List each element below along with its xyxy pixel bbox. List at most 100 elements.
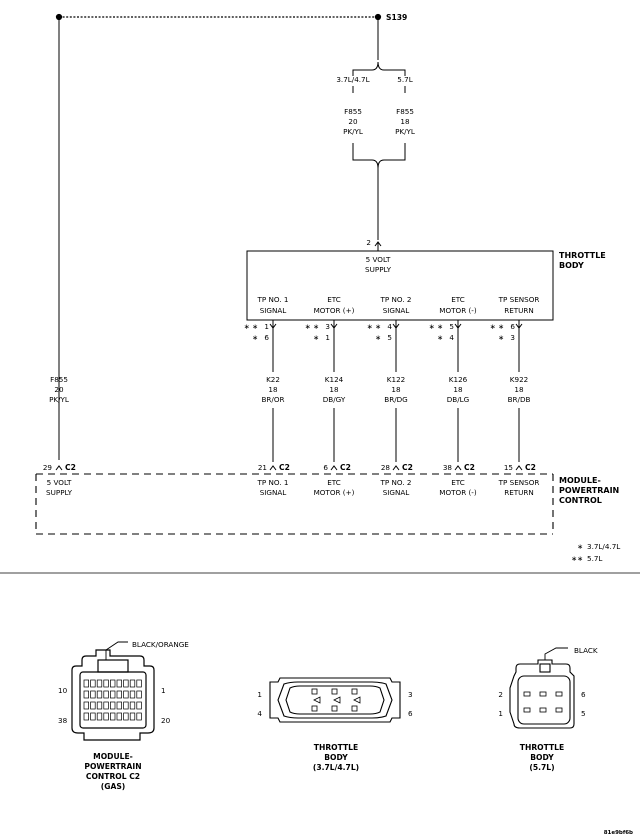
connector-label: C2 <box>402 463 413 472</box>
wire-color: PK/YL <box>343 127 363 136</box>
connector-name: (3.7L/4.7L) <box>313 763 359 772</box>
pin-number: 10 <box>58 686 68 695</box>
pcm-supply-label: SUPPLY <box>46 488 73 497</box>
pcm-pin-label: ETC <box>451 478 465 487</box>
pin-variant-mark: ∗ <box>252 333 258 342</box>
connector-name: POWERTRAIN <box>84 762 141 771</box>
pcm-title: MODULE- <box>559 476 601 485</box>
connector-cavity <box>103 701 109 710</box>
connector-cavity <box>83 690 89 699</box>
connector-cavity <box>90 679 96 688</box>
legend-star2-text: 5.7L <box>587 554 602 563</box>
pin-number: 2 <box>498 690 503 699</box>
pcm-pin-label: MOTOR (+) <box>314 488 355 497</box>
connector-cavity <box>116 701 122 710</box>
pin-number: 3 <box>408 690 413 699</box>
pin-function-label: ETC <box>327 295 341 304</box>
pin-function-label: TP NO. 2 <box>380 295 412 304</box>
wire-gauge: 20 <box>348 117 358 126</box>
connector-cavity <box>83 712 89 721</box>
pcm-c2-connector-view <box>71 641 155 741</box>
connector-cavity <box>123 679 129 688</box>
connector-callout: BLACK/ORANGE <box>132 640 189 649</box>
pin-number: 5 <box>449 322 454 331</box>
pin-number: 20 <box>161 716 171 725</box>
throttle-body-box <box>246 250 554 321</box>
pin-variant-mark: ∗ ∗ <box>429 322 443 331</box>
pin-number: 4 <box>257 709 262 718</box>
wire-circuit: K22 <box>266 375 280 384</box>
wire-gauge: 18 <box>514 385 524 394</box>
connector-cavity <box>90 690 96 699</box>
splice-s139 <box>55 13 382 460</box>
pin-variant-mark: ∗ ∗ <box>244 322 258 331</box>
pin-function-label: RETURN <box>504 306 534 315</box>
wire-circuit: F855 <box>50 375 68 384</box>
wire-color: PK/YL <box>49 395 69 404</box>
throttle-body-title: BODY <box>559 261 584 270</box>
wire-circuit: K922 <box>510 375 528 384</box>
connector-label: C2 <box>279 463 290 472</box>
pcm-pin-label: TP NO. 2 <box>380 478 412 487</box>
connector-cavity <box>129 701 136 710</box>
pin-function-label: TP SENSOR <box>498 295 540 304</box>
connector-name: BODY <box>530 753 554 762</box>
tb-supply-label: 5 VOLT <box>366 255 391 264</box>
connector-callout: BLACK <box>574 646 598 655</box>
pin-number: 1 <box>257 690 262 699</box>
connector-label: C2 <box>525 463 536 472</box>
pin-number: 1 <box>161 686 166 695</box>
pin-chevron <box>515 465 523 471</box>
connector-cavity <box>129 679 136 688</box>
pin-number: 4 <box>449 333 454 342</box>
connector-name: THROTTLE <box>314 743 358 752</box>
pcm-pin-label: SIGNAL <box>260 488 287 497</box>
connector-cavity <box>129 712 136 721</box>
pin-number: 1 <box>325 333 330 342</box>
pcm-title: CONTROL <box>559 496 602 505</box>
connector-cavity <box>96 679 103 688</box>
connector-cavity <box>83 679 89 688</box>
wire-color: BR/DG <box>384 395 407 404</box>
connector-cavity <box>123 690 129 699</box>
wire-circuit: K126 <box>449 375 468 384</box>
tb-supply-label: SUPPLY <box>365 265 392 274</box>
wire-gauge: 18 <box>329 385 339 394</box>
pin-number: 3 <box>325 322 330 331</box>
pin-variant-mark: ∗ <box>437 333 443 342</box>
wire-color: DB/GY <box>323 395 346 404</box>
pin-function-label: MOTOR (+) <box>314 306 355 315</box>
figure-id: 81e9bf6b <box>604 830 633 836</box>
connector-name: (5.7L) <box>529 763 554 772</box>
pin-number: 3 <box>510 333 515 342</box>
pin-variant-mark: ∗ ∗ <box>305 322 319 331</box>
connector-cavity <box>96 690 103 699</box>
connector-cavity <box>83 701 89 710</box>
wire-circuit: K124 <box>325 375 344 384</box>
pin-number: 5 <box>387 333 392 342</box>
wire-gauge: 18 <box>453 385 463 394</box>
connector-cavity <box>96 712 103 721</box>
pin-number: 4 <box>387 322 392 331</box>
pin-chevron <box>269 465 277 471</box>
connector-cavity <box>110 679 116 688</box>
branch-braces <box>352 61 406 240</box>
pcm-pin-label: ETC <box>327 478 341 487</box>
connector-label: C2 <box>340 463 351 472</box>
connector-cavity <box>136 701 142 710</box>
pin-number: 38 <box>443 463 453 472</box>
pin-number: 6 <box>323 463 328 472</box>
connector-cavity <box>136 712 142 721</box>
connector-name: THROTTLE <box>520 743 564 752</box>
pin-number: 6 <box>264 333 269 342</box>
connector-cavity <box>110 712 116 721</box>
pin-function-label: TP NO. 1 <box>257 295 289 304</box>
pin-variant-mark: ∗ <box>313 333 319 342</box>
wire-color: BR/DB <box>508 395 531 404</box>
pin-function-label: SIGNAL <box>383 306 410 315</box>
